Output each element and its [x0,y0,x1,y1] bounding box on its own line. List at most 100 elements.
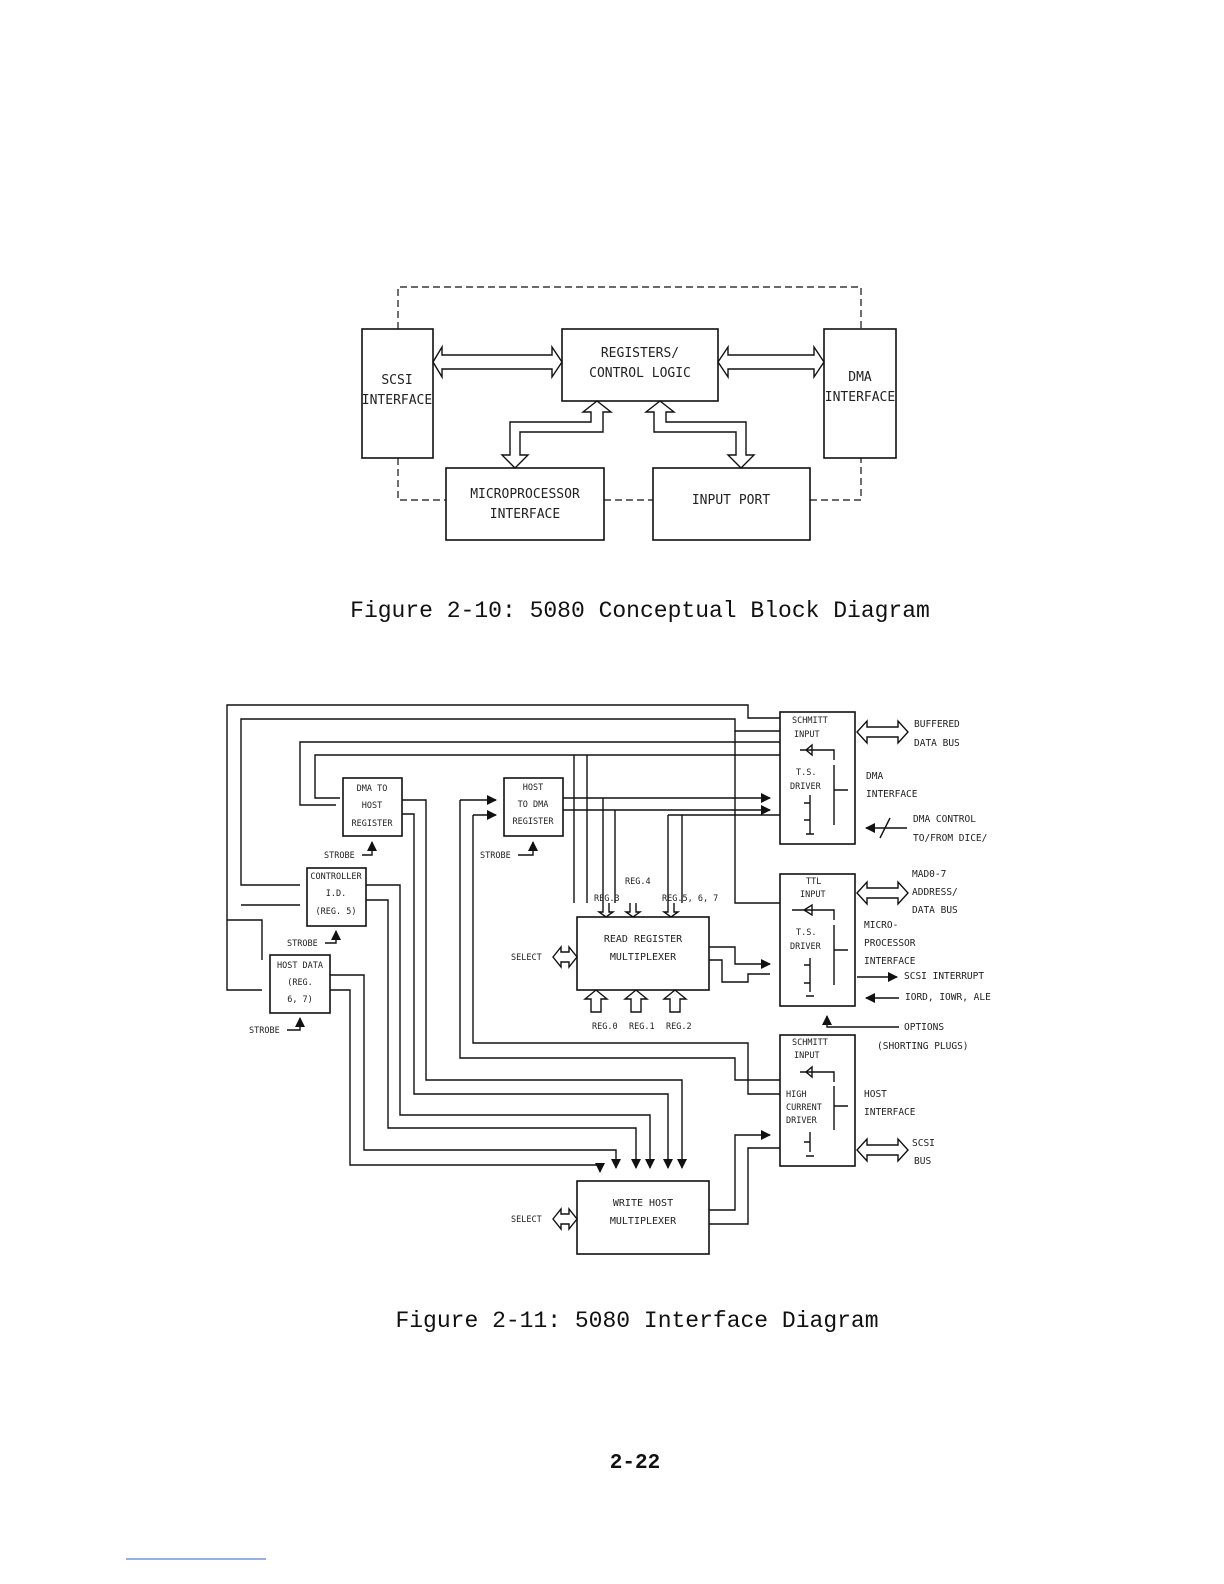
buffered-label-2: DATA BUS [914,738,960,749]
read-mux-label-2: MULTIPLEXER [610,952,677,963]
scsi-interface-label-2: INTERFACE [362,393,432,408]
dma-to-host-label-1: DMA TO [357,784,388,794]
strobe-label-4: STROBE [249,1026,280,1036]
controller-id-block [306,867,367,927]
options-label-2: (SHORTING PLUGS) [877,1041,969,1052]
host-iface-label-2: INTERFACE [864,1107,916,1118]
figure-2-10: SCSI INTERFACE REGISTERS/ CONTROL LOGIC … [350,286,930,624]
controller-to-writemux [366,884,655,1169]
options-arrow [822,1015,899,1028]
reg567-in-arrow [661,903,681,918]
scsi-to-hostdma-line [472,815,780,1095]
readmux-to-micro-arrow-2 [709,959,770,983]
microprocessor-interface-block [445,467,605,541]
micro-iface-label-2: PROCESSOR [864,938,916,949]
dma-driver-symbol [804,765,848,835]
mad-label-1: MAD0-7 [912,869,946,880]
dma-iface-label-1: DMA [866,771,883,782]
reg1-label: REG.1 [629,1022,655,1032]
host-block-label-1: SCHMITT [792,1038,828,1048]
ttl-buffer-symbol [792,903,835,920]
controller-id-label-3: (REG. 5) [316,907,357,917]
strobe-arrow-4 [287,1017,305,1031]
controller-to-writemux-2 [366,899,641,1169]
dma-block-label-1: SCHMITT [792,716,828,726]
host-block-label-4: CURRENT [786,1103,822,1113]
reg0-label: REG.0 [592,1022,618,1032]
host-block-label-3: HIGH [786,1090,806,1100]
dma-iface-label-2: INTERFACE [866,789,918,800]
dma-control-bus-slash [879,817,891,839]
host-block-label-5: DRIVER [786,1116,818,1126]
dma-schmitt-driver-block [779,711,856,845]
reg567-label: REG.5, 6, 7 [662,894,718,904]
read-register-multiplexer-block [576,916,710,991]
controller-id-label-1: CONTROLLER [310,872,362,882]
dma-control-label-2: TO/FROM DICE/ [913,833,987,844]
micro-iface-label-1: MICRO- [864,920,898,931]
host-to-dma-label-1: HOST [523,783,543,793]
dma-control-label-1: DMA CONTROL [913,814,976,825]
iord-label: IORD, IOWR, ALE [905,992,991,1003]
host-iface-label-1: HOST [864,1089,887,1100]
registers-label-2: CONTROL LOGIC [589,366,691,381]
host-to-dma-label-2: TO DMA [518,800,549,810]
read-mux-label-1: READ REGISTER [604,934,683,945]
reg2-in-arrow [662,989,688,1013]
host-schmitt-driver-block [779,1034,856,1167]
figure-2-10-caption: Figure 2-10: 5080 Conceptual Block Diagr… [350,598,930,624]
mad-label-3: DATA BUS [912,905,958,916]
micro-block-label-3: T.S. [796,928,816,938]
micro-block-label-2: INPUT [800,890,826,900]
reg3-label: REG.3 [594,894,620,904]
buffered-data-bus-arrow [856,719,909,745]
host-to-dma-label-3: REGISTER [513,817,555,827]
figure-2-11-caption: Figure 2-11: 5080 Interface Diagram [395,1308,878,1334]
strobe-arrow-1 [362,841,377,856]
host-data-label-3: 6, 7) [287,995,313,1005]
bus-line-dma-to-host-2 [314,754,780,799]
host-driver-symbol [804,1086,848,1157]
select-write-arrow [552,1207,578,1231]
address-data-bus-arrow [856,880,909,906]
writemux-to-host-line [709,1147,780,1225]
microprocessor-label-2: INTERFACE [490,507,560,522]
readmux-to-micro-arrow [709,946,771,969]
scsi-interface-block [361,328,434,459]
host-block-label-2: INPUT [794,1051,820,1061]
controller-id-label-2: I.D. [326,889,346,899]
page-number: 2-22 [610,1452,660,1475]
strobe-arrow-2 [518,841,538,856]
dma-interface-label-2: INTERFACE [825,390,895,405]
registers-dma-bus-arrow [717,344,825,380]
bus-line-ttl-branch [734,731,780,904]
micro-block-label-1: TTL [806,877,821,887]
reg4-in-arrow [623,903,643,918]
scsi-bus-arrow [856,1137,909,1163]
select-read-arrow [552,945,578,969]
bus-line-dma-to-host [299,741,780,806]
input-port-block [652,467,811,541]
bus-line-hostdata-feed [227,919,263,960]
dashed-link-right [810,458,862,501]
scsi-registers-bus-arrow [432,344,563,380]
hostdata-to-writemux [330,974,621,1169]
micro-driver-symbol [804,925,848,997]
writemux-to-host-arrow [709,1130,771,1211]
dashed-link-left [397,458,446,501]
micro-iface-label-3: INTERFACE [864,956,916,967]
bus-line-controller [240,718,780,886]
input-port-label: INPUT PORT [692,493,770,508]
dma-block-label-4: DRIVER [790,782,822,792]
schmitt-buffer-symbol-1 [800,743,835,760]
reg3-in-arrow [596,903,616,918]
registers-label-1: REGISTERS/ [601,346,679,361]
reg1-in-arrow [623,989,649,1013]
mad-label-2: ADDRESS/ [912,887,958,898]
dma-to-host-label-2: HOST [362,801,382,811]
scsi-interface-label-1: SCSI [381,373,412,388]
reg2-label: REG.2 [666,1022,692,1032]
schmitt-buffer-symbol-2 [800,1065,835,1082]
micro-block-label-4: DRIVER [790,942,822,952]
